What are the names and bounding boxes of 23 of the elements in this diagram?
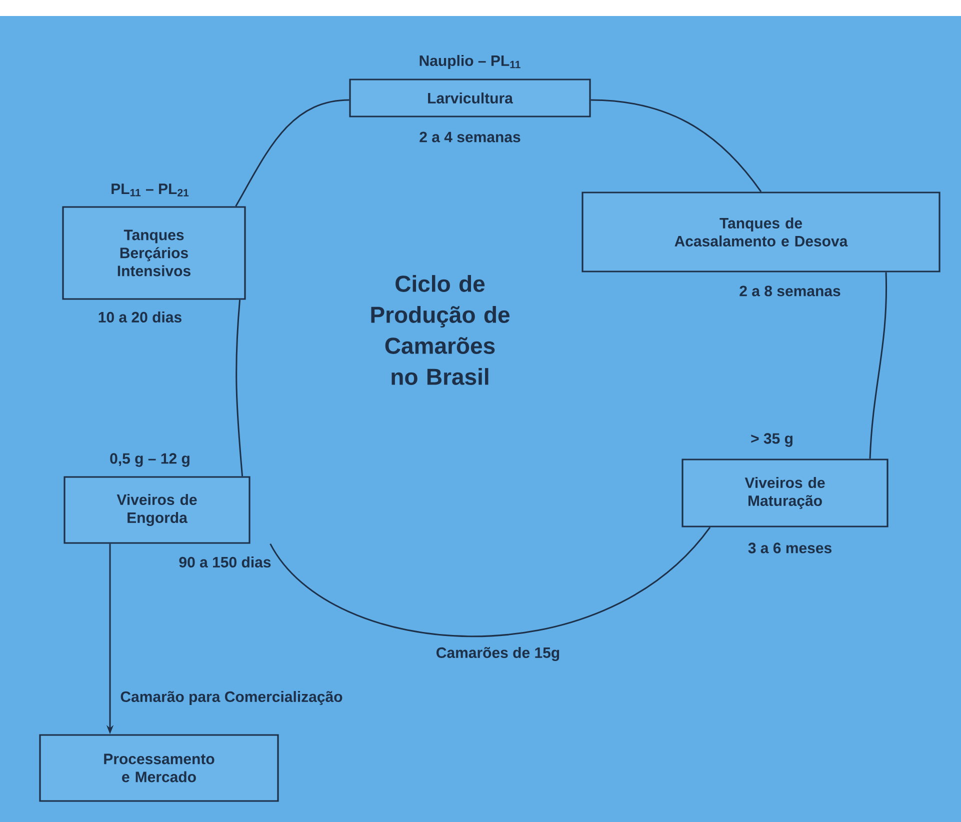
stage-note: 90 a 150 dias [179,556,271,568]
stage-note: 10 a 20 dias [98,312,182,322]
stage-note: PL$_{11}$ – PL$_{21}$ [112,184,189,196]
stage-note: 0,5 g – 12 g [110,453,190,467]
process-box: Tanques de Acasalamento e Desova [582,192,940,272]
process-box: Larvicultura [349,78,591,118]
process-box: Processamento e Mercado [39,734,279,802]
connector-arc [236,300,244,476]
process-box: Tanques Berçários Intensivos [62,206,246,300]
stage-note: Nauplio – PL$_{11}$ [420,55,520,69]
edge-label: Camarão para Comercialização [118,689,345,707]
connector-arc [590,99,762,192]
stage-note: 2 a 8 semanas [740,286,840,296]
connector-arc [869,272,888,459]
stage-note: 2 a 4 semanas [420,132,520,142]
process-box: Viveiros de Engorda [64,476,250,544]
process-box: Viveiros de Maturação [682,458,888,528]
cycle-title: Ciclo de Produção de Camarões no Brasil [371,275,510,385]
connector-arc [235,99,350,207]
connector-arc [270,526,711,638]
edge-label: Camarões de 15g [434,644,562,664]
stage-note: 3 a 6 meses [748,542,832,554]
stage-note: > 35 g [751,433,792,447]
